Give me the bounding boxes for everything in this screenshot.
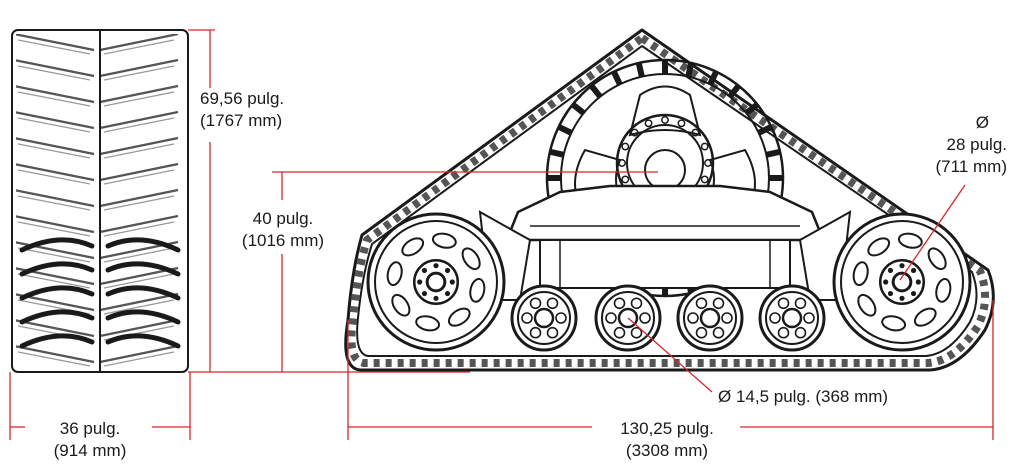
width-dimension-label: 36 pulg. (914 mm) <box>30 418 150 462</box>
height-inches: 69,56 pulg. <box>200 89 285 108</box>
hub-bolt <box>691 128 700 137</box>
front-view-track <box>11 29 189 373</box>
tread-lug <box>19 285 95 301</box>
hub-bolt <box>661 116 669 124</box>
length-mm: (3308 mm) <box>625 441 709 460</box>
hub-bolt <box>618 159 626 167</box>
tread-lug <box>19 333 95 349</box>
hub-bolt <box>621 175 630 184</box>
frame-carrier <box>478 184 852 301</box>
sprocket-tooth <box>757 124 773 136</box>
bogie-roller <box>676 284 744 352</box>
hub-bolt <box>700 142 709 151</box>
wheel-diameter-mm: (711 mm) <box>935 157 1007 176</box>
width-inches: 36 pulg. <box>59 419 121 438</box>
wheel-diameter-symbol: Ø <box>975 113 989 132</box>
front-idler-wheel <box>366 212 506 352</box>
sprocket-tooth <box>549 148 565 158</box>
axle-height-mm: (1016 mm) <box>241 231 325 250</box>
sprocket-tooth <box>570 102 586 116</box>
hub-bolt <box>700 175 709 184</box>
length-inches: 130,25 pulg. <box>620 419 714 438</box>
hub-bolt <box>630 128 639 137</box>
tread-lug <box>105 261 181 277</box>
height-mm: (1767 mm) <box>200 111 283 130</box>
sprocket-tooth <box>611 70 623 86</box>
hub-bolt <box>644 119 653 128</box>
bogie-roller <box>510 284 578 352</box>
idler-wheels <box>366 212 972 352</box>
axle-height-dimension-label: 40 pulg. (1016 mm) <box>228 208 338 252</box>
tread-lug <box>19 237 95 253</box>
front-lugs <box>19 237 181 349</box>
width-mm: (914 mm) <box>53 441 127 460</box>
axle-height-inches: 40 pulg. <box>252 209 314 228</box>
track-belt-inner <box>356 45 978 357</box>
tread-lug <box>19 261 95 277</box>
height-dimension-label: 69,56 pulg. (1767 mm) <box>200 88 284 132</box>
track-belt-outer <box>344 28 995 372</box>
wheel-diameter-label: Ø 28 pulg. (711 mm) <box>905 112 1007 178</box>
sprocket-tooth <box>744 102 760 116</box>
sprocket-tooth <box>635 62 645 78</box>
sprocket-tooth <box>557 124 573 136</box>
track-belt-cleats <box>347 33 989 367</box>
dimension-lines <box>9 29 994 440</box>
roller-diameter-label: Ø 14,5 pulg. (368 mm) <box>718 386 888 408</box>
sprocket-tooth <box>707 70 719 86</box>
sprocket-tooth <box>765 148 781 158</box>
wheel-diameter-inches: 28 pulg. <box>946 135 1008 154</box>
hub-bolt <box>704 159 712 167</box>
sprocket-tooth <box>727 83 741 99</box>
sprocket-tooth <box>589 83 603 99</box>
sprocket-tooth <box>685 62 695 78</box>
tread-lug <box>105 285 181 301</box>
roller-diameter-text: Ø 14,5 pulg. (368 mm) <box>718 387 889 406</box>
bogie-roller <box>758 284 826 352</box>
tread-lug <box>19 309 95 325</box>
hub-bolt <box>677 119 686 128</box>
rear-idler-wheel <box>832 212 972 352</box>
tread-lug <box>105 309 181 325</box>
tread-lug <box>105 333 181 349</box>
hub-bolt <box>621 142 630 151</box>
tread-lug <box>105 237 181 253</box>
length-dimension-label: 130,25 pulg. (3308 mm) <box>592 418 742 462</box>
side-view-track <box>344 28 995 372</box>
